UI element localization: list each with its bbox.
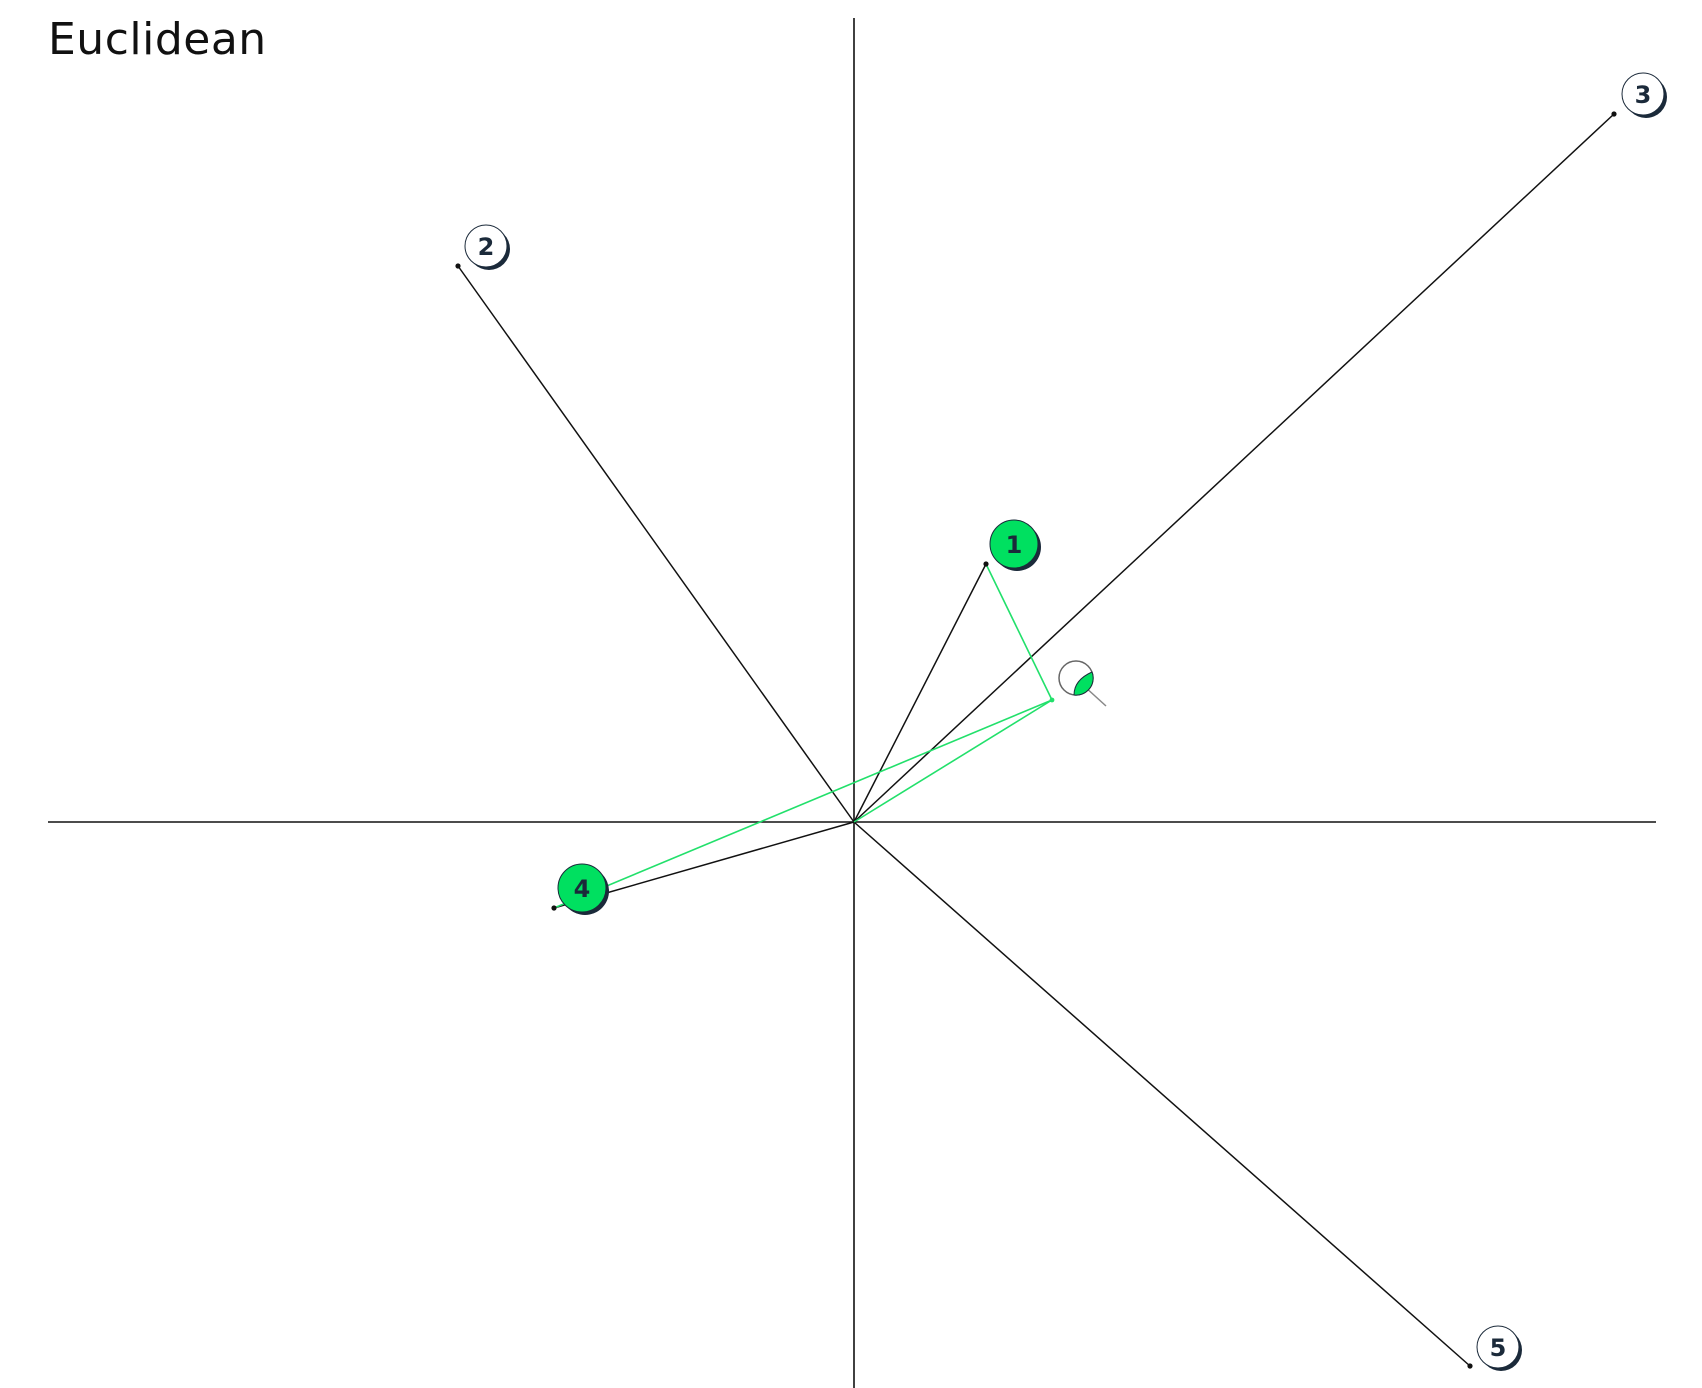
point-marker-5: 5 — [1476, 1325, 1522, 1371]
point-marker-2: 2 — [464, 224, 510, 270]
endpoint-dot-1 — [983, 561, 989, 567]
highlight-lines — [553, 563, 1053, 909]
endpoints — [455, 111, 1617, 1369]
endpoint-dot-3 — [1611, 111, 1617, 117]
query-point — [1049, 660, 1107, 707]
point-markers: 1 2 3 4 5 — [464, 72, 1667, 1371]
marker-label-1: 1 — [1006, 531, 1023, 559]
endpoint-dot-5 — [1467, 1363, 1473, 1369]
marker-circle-2 — [464, 224, 508, 268]
endpoint-dot-4 — [551, 905, 557, 911]
query-vector-line — [853, 699, 1053, 823]
vector-line-3 — [853, 113, 1615, 823]
vector-line-2 — [457, 265, 855, 823]
point-marker-3: 3 — [1621, 72, 1667, 118]
query-dot — [1049, 697, 1055, 703]
axes — [48, 18, 1656, 1388]
marker-circle-1 — [989, 519, 1039, 569]
marker-circle-5 — [1476, 1325, 1520, 1369]
marker-label-4: 4 — [574, 875, 591, 903]
query-point-icon — [1058, 660, 1107, 707]
distance-line-4 — [553, 699, 1053, 909]
endpoint-dot-2 — [455, 263, 461, 269]
marker-label-5: 5 — [1490, 1334, 1507, 1362]
marker-label-2: 2 — [478, 233, 495, 261]
vector-line-1 — [853, 563, 987, 823]
point-marker-1: 1 — [989, 519, 1041, 571]
vectors — [457, 113, 1615, 1367]
marker-label-3: 3 — [1635, 81, 1652, 109]
vector-line-5 — [853, 821, 1471, 1367]
marker-circle-4 — [557, 863, 607, 913]
point-marker-4: 4 — [557, 863, 609, 915]
distance-line-1 — [985, 563, 1053, 701]
query-circle-fill — [1073, 671, 1094, 696]
marker-circle-3 — [1621, 72, 1665, 116]
diagram-title: Euclidean — [48, 14, 267, 65]
